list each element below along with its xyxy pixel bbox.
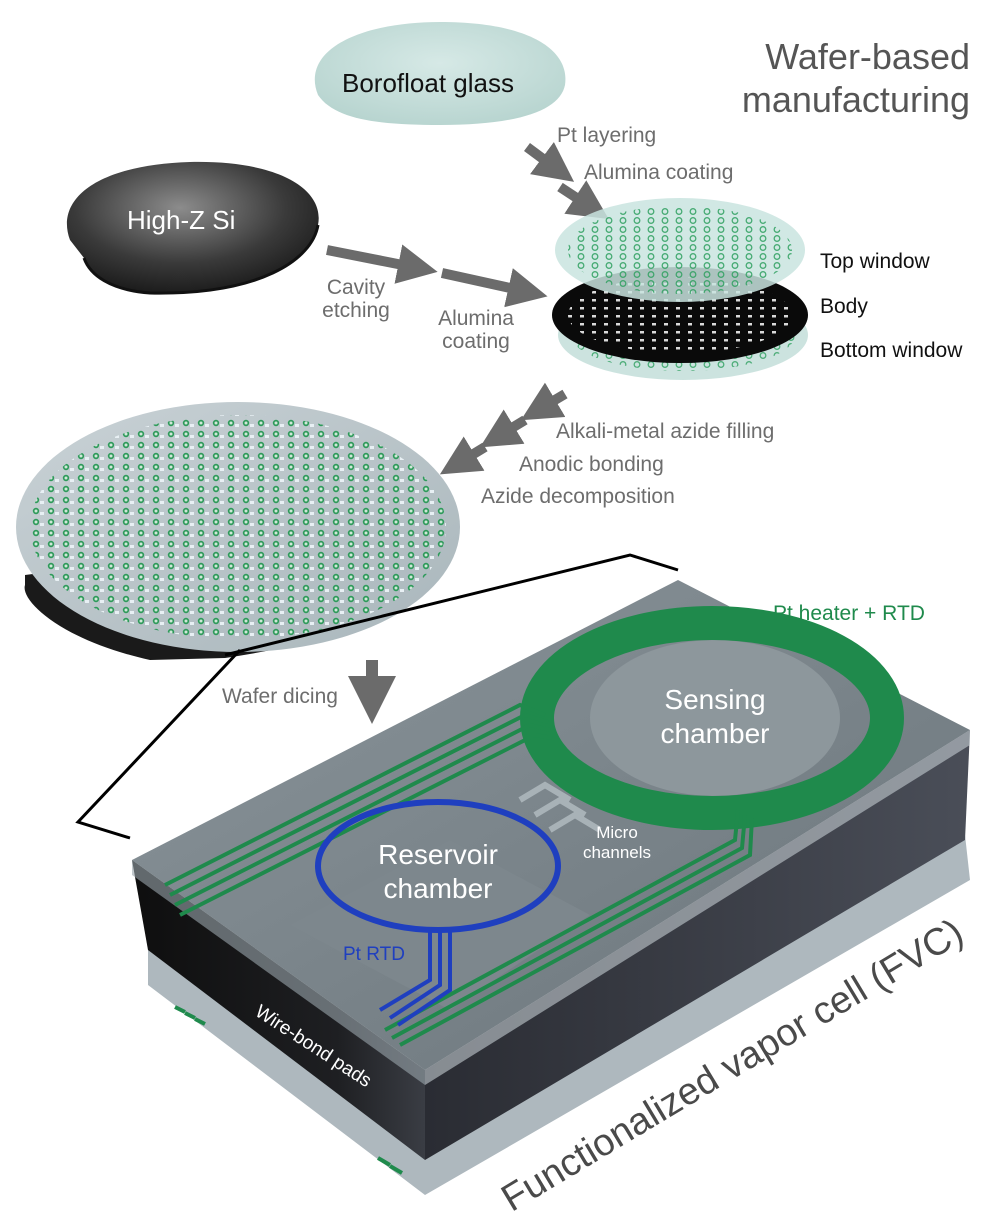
wafer-dicing-label: Wafer dicing (222, 685, 338, 708)
si-process-arrows (326, 244, 548, 308)
page-title: Wafer-based manufacturing (741, 36, 970, 121)
wafer-stack (552, 198, 808, 380)
body-label: Body (820, 295, 868, 318)
micro-channels-label: Micro channels (582, 823, 652, 863)
vapor-cell-3d (132, 580, 970, 1195)
anodic-bonding-label: Anodic bonding (519, 453, 664, 476)
top-window-label: Top window (820, 250, 930, 273)
azide-filling-label: Alkali-metal azide filling (556, 420, 775, 443)
alumina-coating-si-label: Alumina coating (438, 307, 514, 354)
bonded-wafer (16, 402, 460, 660)
reservoir-chamber-label: Reservoir chamber (378, 839, 498, 904)
pt-rtd-label: Pt RTD (343, 944, 405, 965)
sensing-chamber-label: Sensing chamber (660, 684, 770, 749)
heater-rtd-label: Pt heater + RTD (773, 602, 925, 625)
zoom-lines (75, 553, 679, 840)
pt-layering-label: Pt layering (557, 124, 657, 147)
borofloat-glass-label: Borofloat glass (342, 68, 514, 98)
cavity-etching-label: Cavity etching (322, 276, 390, 323)
bonding-arrows (439, 382, 568, 475)
alumina-coating-glass-label: Alumina coating (584, 161, 734, 184)
bottom-window-label: Bottom window (820, 339, 963, 362)
glass-process-arrows (524, 142, 609, 219)
borofloat-glass-wafer (314, 22, 566, 125)
high-z-si-label: High-Z Si (127, 205, 236, 235)
high-z-si-wafer (66, 161, 320, 295)
azide-decomposition-label: Azide decomposition (481, 485, 675, 508)
